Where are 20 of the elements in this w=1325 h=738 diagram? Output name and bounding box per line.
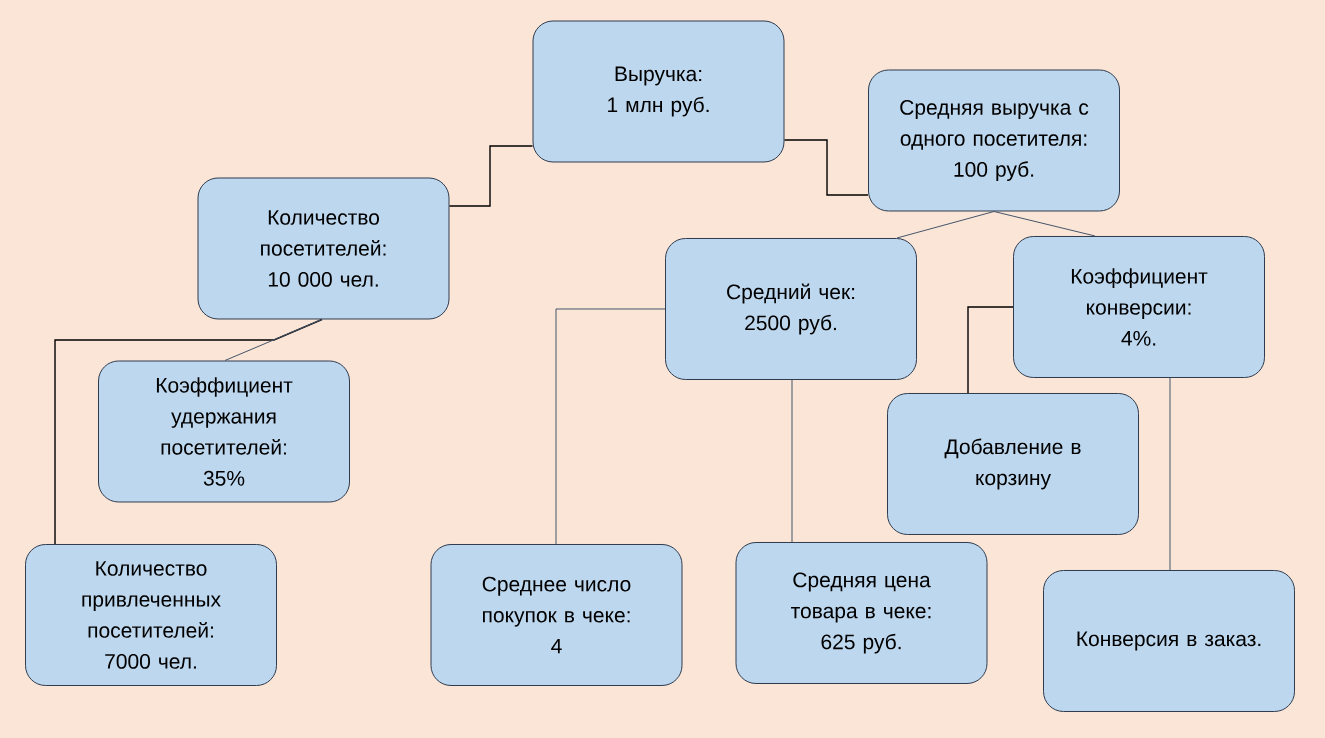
connector-line (1169, 377, 1171, 571)
metric-box: Количество посетителей: 10 000 чел. (197, 177, 450, 320)
connector-line (896, 211, 995, 239)
metric-box: Среднее число покупок в чеке: 4 (430, 544, 683, 686)
metric-box: Средний чек: 2500 руб. (665, 238, 917, 380)
connector-line (555, 308, 666, 545)
connector-line (448, 145, 534, 207)
metric-box: Добавление в корзину (887, 393, 1139, 535)
connector-line (224, 319, 323, 361)
metric-box: Выручка: 1 млн руб. (532, 20, 785, 163)
metric-box: Коэффициент конверсии: 4%. (1013, 236, 1265, 378)
connector-line (791, 379, 793, 543)
metric-box: Конверсия в заказ. (1043, 570, 1295, 712)
connector-line (993, 211, 1096, 237)
metric-box: Средняя выручка с одного посетителя: 100 руб. (868, 69, 1120, 212)
metric-box: Коэффициент удержания посетителей: 35% (98, 360, 350, 503)
metric-box: Количество привлеченных посетителей: 7000 чел. (25, 544, 277, 686)
metric-box: Средняя цена товара в чеке: 625 руб. (735, 542, 988, 684)
connector-line (783, 139, 869, 196)
connector-line (967, 306, 1014, 394)
